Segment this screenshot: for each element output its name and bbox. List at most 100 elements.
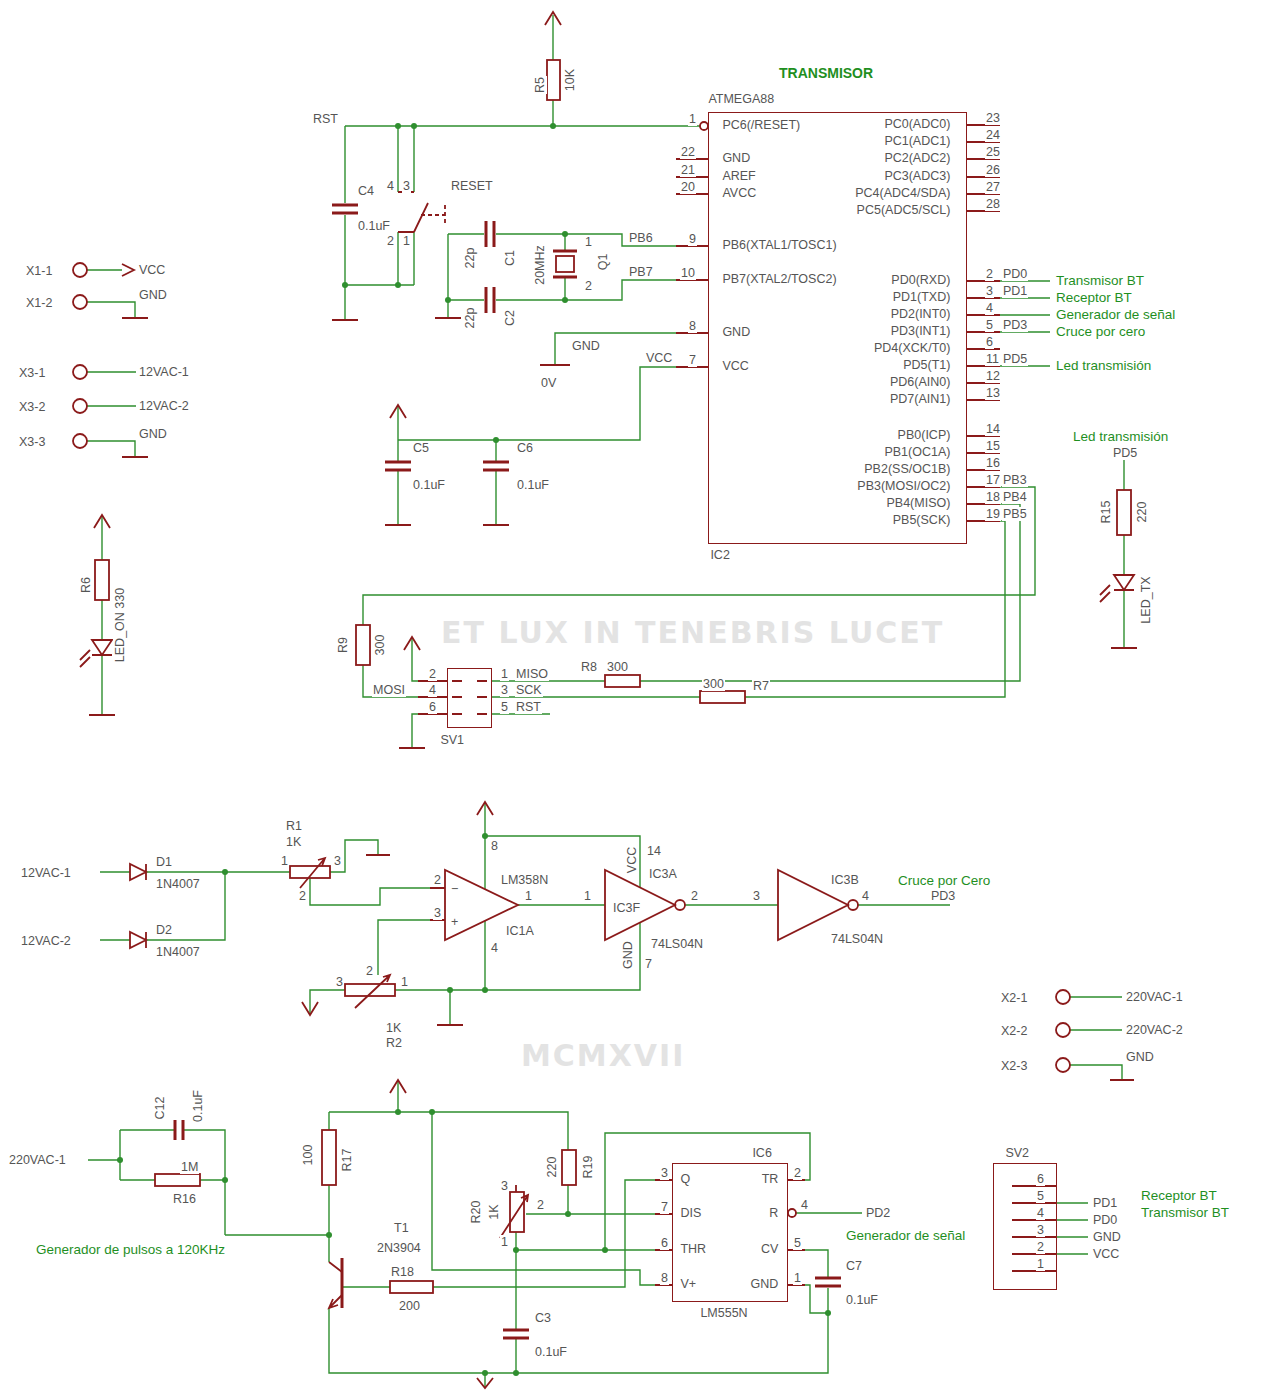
pin-number: 19	[985, 507, 1001, 521]
resistor-symbol	[700, 691, 745, 703]
pin-number: 2	[1036, 1240, 1045, 1254]
part-label: PD3	[1002, 318, 1028, 332]
pin-number: 3	[433, 906, 442, 920]
junction-dot	[562, 231, 568, 237]
pin-number: 24	[985, 128, 1001, 142]
part-label: R6	[79, 576, 93, 594]
pin-number: 26	[985, 163, 1001, 177]
part-label: PD3	[930, 889, 956, 903]
pin-number: 1	[280, 854, 289, 868]
wire	[88, 1080, 1088, 1388]
part-label: 0.1uF	[845, 1293, 879, 1307]
pin-number: 4	[985, 301, 994, 315]
pin-name: R	[768, 1206, 779, 1220]
part-label: PD0	[1092, 1213, 1118, 1227]
pin-name: PB6(XTAL1/TOSC1)	[721, 238, 837, 252]
part-label: 0.1uF	[412, 478, 446, 492]
pin-name: PB1(OC1A)	[883, 445, 951, 459]
part-label: 10K	[563, 68, 577, 92]
pin-name: ATMEGA88	[707, 92, 775, 106]
part-label: R18	[390, 1265, 415, 1279]
pin-number: 3	[500, 1179, 509, 1193]
pin-number: 8	[660, 1271, 669, 1285]
pin-number: 300	[606, 660, 629, 674]
net-label: Transmisor BT	[1140, 1205, 1230, 1220]
gate-symbol	[430, 870, 858, 940]
net-label: Led transmisión	[1072, 429, 1169, 444]
pin-number: 6	[985, 335, 994, 349]
pin-number: 300	[702, 677, 725, 691]
resistor-symbol	[95, 60, 1131, 1293]
semiconductor-symbol	[329, 1262, 342, 1308]
pin-number: 15	[985, 439, 1001, 453]
part-label: C7	[845, 1259, 863, 1273]
pin-number: 100	[301, 1144, 315, 1167]
pin-number: 5	[500, 700, 509, 714]
pin-name: PB5(SCK)	[892, 513, 952, 527]
header-connector: SV1	[447, 668, 492, 728]
pin-name: AREF	[721, 169, 756, 183]
terminal-symbol	[73, 399, 87, 413]
pin-number: 2	[690, 889, 699, 903]
part-label: X1-2	[25, 296, 53, 310]
part-label: LM358N	[500, 873, 549, 887]
part-label: 12VAC-1	[138, 365, 190, 379]
pin-name: AVCC	[721, 186, 757, 200]
part-label: X3-3	[18, 435, 46, 449]
pin-number: 8	[688, 319, 697, 333]
pin-number: 4	[1036, 1206, 1045, 1220]
pin-number: 1	[402, 234, 411, 248]
net-label: Transmisor BT	[1055, 273, 1145, 288]
pin-name: PB2(SS/OC1B)	[863, 462, 951, 476]
gate-symbol	[848, 900, 858, 910]
part-label: VCC	[1092, 1247, 1120, 1261]
pin-name: PC3(ADC3)	[883, 169, 951, 183]
pin-number: 2	[793, 1166, 802, 1180]
junction-dot	[395, 123, 401, 129]
resistor-symbol	[95, 560, 109, 600]
junction-dot	[429, 1109, 435, 1115]
part-label: 74LS04N	[650, 937, 704, 951]
part-label: R19	[581, 1155, 595, 1180]
gate-symbol	[430, 870, 848, 940]
part-label: 22p	[463, 307, 477, 330]
pin-number: 3	[500, 683, 509, 697]
pin-name: SV2	[1004, 1146, 1030, 1160]
wire	[100, 802, 950, 1025]
pin-name: CV	[760, 1242, 779, 1256]
junction-dot	[513, 1247, 519, 1253]
pin-line	[700, 122, 708, 130]
junction-dot	[602, 1247, 608, 1253]
terminal-symbol	[73, 434, 87, 448]
pin-number: 1	[688, 112, 697, 126]
pin-number: 17	[985, 473, 1001, 487]
pin-number: 14	[646, 844, 662, 858]
junction-dot	[445, 297, 451, 303]
resistor-symbol	[390, 1281, 433, 1293]
part-label: R5	[533, 76, 547, 94]
part-label: GND	[621, 940, 635, 970]
gate-symbol	[675, 900, 685, 910]
pin-name: PC1(ADC1)	[883, 134, 951, 148]
part-label: RST	[312, 112, 339, 126]
watermark: ET LUX IN TENEBRIS LUCET	[440, 617, 945, 649]
part-label: 1N4007	[155, 877, 201, 891]
pin-name: LM555N	[699, 1306, 748, 1320]
pin-name: IC6	[751, 1146, 772, 1160]
pin-number: 27	[985, 180, 1001, 194]
part-label: PD2	[865, 1206, 891, 1220]
pin-number: 2	[536, 1198, 545, 1212]
part-label: R2	[385, 1036, 403, 1050]
pin-name: V+	[679, 1277, 697, 1291]
pin-number: 4	[386, 179, 395, 193]
part-label: R7	[752, 679, 770, 693]
part-label: SCK	[515, 683, 543, 697]
part-label: 1M	[180, 1160, 199, 1174]
pin-name: PB3(MOSI/OC2)	[856, 479, 951, 493]
header-connector: SV2	[993, 1163, 1057, 1290]
part-label: PD5	[1112, 446, 1138, 460]
pin-number: 16	[985, 456, 1001, 470]
junction-dot	[117, 123, 831, 1376]
junction-dot	[411, 123, 417, 129]
net-label: Receptor BT	[1055, 290, 1133, 305]
